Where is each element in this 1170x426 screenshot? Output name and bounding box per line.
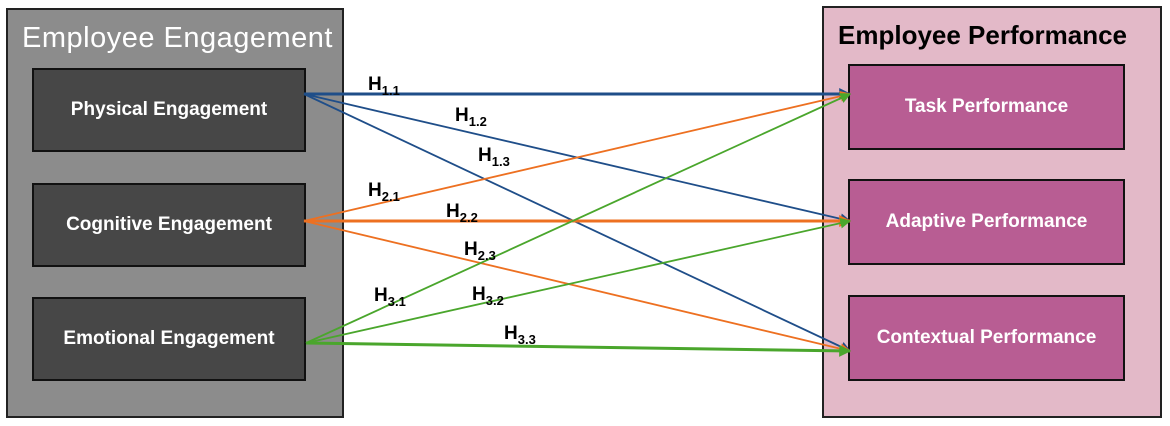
physical-engagement-box: Physical Engagement: [32, 68, 306, 152]
arrow-h2-1: [303, 90, 852, 222]
arrow-h2-3: [303, 220, 852, 355]
label-h2-1: H2.1: [368, 180, 400, 204]
label-h1-3: H1.3: [478, 145, 510, 169]
label-h2-3: H2.3: [464, 239, 496, 263]
emotional-engagement-box: Emotional Engagement: [32, 297, 306, 381]
label-h2-2: H2.2: [446, 201, 478, 225]
employee-engagement-title: Employee Engagement: [22, 22, 333, 54]
cognitive-engagement-box: Cognitive Engagement: [32, 183, 306, 267]
arrow-h3-1: [305, 93, 851, 344]
contextual-performance-box: Contextual Performance: [848, 295, 1125, 381]
arrow-h3-2: [305, 217, 852, 344]
adaptive-performance-box: Adaptive Performance: [848, 179, 1125, 265]
label-h3-3: H3.3: [504, 323, 536, 347]
label-h1-1: H1.1: [368, 74, 400, 98]
task-performance-box: Task Performance: [848, 64, 1125, 150]
employee-performance-title: Employee Performance: [838, 20, 1128, 50]
label-h1-2: H1.2: [455, 105, 487, 129]
label-h3-1: H3.1: [374, 285, 406, 309]
arrow-h3-3: [305, 341, 852, 357]
label-h3-2: H3.2: [472, 284, 504, 308]
